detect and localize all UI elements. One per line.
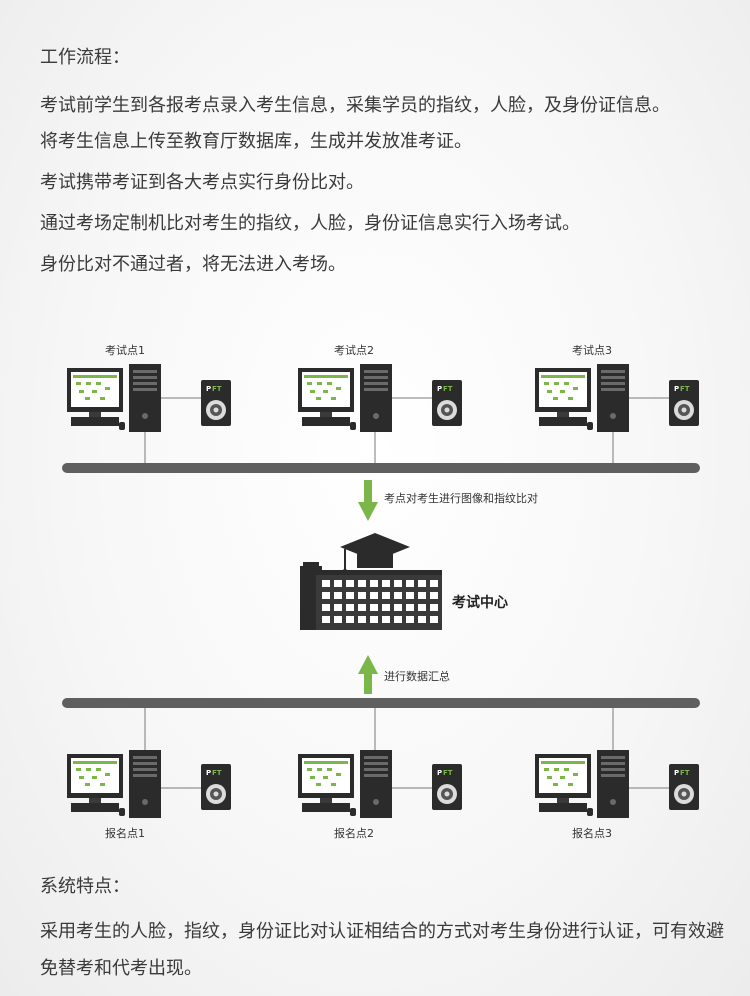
top-network-bus — [62, 463, 700, 473]
workflow-section: 工作流程： 考试前学生到各报考点录入考生信息，采集学员的指纹，人脸，及身份证信息… — [40, 46, 730, 294]
workflow-step-3: 考试携带考证到各大考点实行身份比对。 — [40, 172, 364, 193]
exam-site-label-3: 考试点3 — [572, 344, 612, 357]
workflow-step-1: 考试前学生到各报考点录入考生信息，采集学员的指纹，人脸，及身份证信息。 — [40, 95, 670, 116]
exam-site-label-2: 考试点2 — [334, 344, 374, 357]
registration-workstation-2 — [298, 750, 392, 818]
graduation-cap-icon — [340, 533, 410, 575]
exam-site-label-1: 考试点1 — [105, 344, 145, 357]
registration-label-3: 报名点3 — [572, 826, 612, 840]
arrow-down-icon — [358, 480, 378, 521]
arrow-up-label: 进行数据汇总 — [384, 669, 450, 683]
registration-label-1: 报名点1 — [105, 826, 145, 840]
arrow-up-icon — [358, 655, 378, 694]
features-section: 系统特点： 采用考生的人脸，指纹，身份证比对认证相结合的方式对考生身份进行认证，… — [40, 875, 730, 987]
registration-reader-1 — [201, 764, 231, 810]
network-diagram: P FT 考试点1 考试点2 考试点3 考点对考生进行图像和指纹比对 — [62, 344, 700, 840]
workflow-step-2: 将考生信息上传至教育厅数据库，生成并发放准考证。 — [40, 131, 472, 152]
exam-center-label: 考试中心 — [452, 594, 508, 611]
registration-workstation-1 — [67, 750, 161, 818]
exam-site-workstation-2 — [298, 364, 392, 432]
exam-site-workstation-1 — [67, 364, 161, 432]
workflow-step-4: 通过考场定制机比对考生的指纹，人脸，身份证信息实行入场考试。 — [40, 213, 580, 234]
exam-site-reader-2 — [432, 380, 462, 426]
bottom-network-bus — [62, 698, 700, 708]
registration-workstation-3 — [535, 750, 629, 818]
registration-reader-3 — [669, 764, 699, 810]
registration-label-2: 报名点2 — [334, 826, 374, 840]
workflow-heading: 工作流程： — [40, 47, 130, 68]
features-heading: 系统特点： — [40, 876, 130, 897]
registration-reader-2 — [432, 764, 462, 810]
exam-site-workstation-3 — [535, 364, 629, 432]
exam-site-reader-1 — [201, 380, 231, 426]
arrow-down-label: 考点对考生进行图像和指纹比对 — [384, 491, 538, 505]
workflow-step-5: 身份比对不通过者，将无法进入考场。 — [40, 254, 346, 275]
exam-site-reader-3 — [669, 380, 699, 426]
exam-center-building-icon — [300, 562, 442, 630]
features-description: 采用考生的人脸，指纹，身份证比对认证相结合的方式对考生身份进行认证，可有效避免替… — [40, 921, 724, 979]
